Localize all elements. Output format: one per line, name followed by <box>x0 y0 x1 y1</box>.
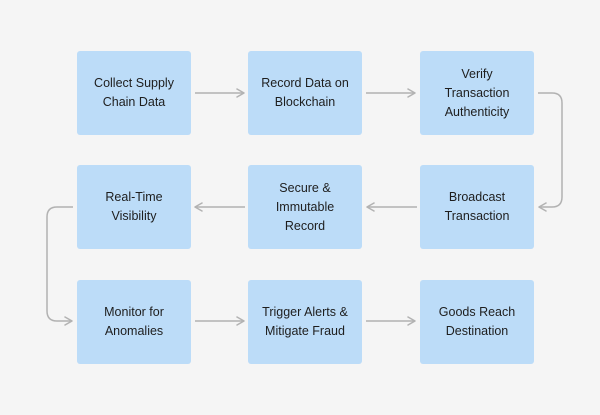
edge-visibility-to-monitor <box>46 206 73 326</box>
node-record-data-on-blockchain: Record Data on Blockchain <box>248 51 362 135</box>
node-label: Verify Transaction Authenticity <box>444 66 510 119</box>
node-verify-transaction-authenticity: Verify Transaction Authenticity <box>420 51 534 135</box>
node-real-time-visibility: Real-Time Visibility <box>77 165 191 249</box>
node-label: Broadcast Transaction <box>444 190 510 223</box>
node-broadcast-transaction: Broadcast Transaction <box>420 165 534 249</box>
edge-verify-to-broadcast <box>538 92 563 212</box>
node-label: Record Data on Blockchain <box>261 76 349 109</box>
node-monitor-for-anomalies: Monitor for Anomalies <box>77 280 191 364</box>
node-label: Real-Time Visibility <box>105 190 163 223</box>
node-label: Trigger Alerts & Mitigate Fraud <box>262 305 348 338</box>
node-secure-immutable-record: Secure & Immutable Record <box>248 165 362 249</box>
node-goods-reach-destination: Goods Reach Destination <box>420 280 534 364</box>
node-label: Goods Reach Destination <box>438 305 516 338</box>
node-trigger-alerts-mitigate-fraud: Trigger Alerts & Mitigate Fraud <box>248 280 362 364</box>
node-collect-supply-chain-data: Collect Supply Chain Data <box>77 51 191 135</box>
node-label: Secure & Immutable Record <box>275 180 335 233</box>
node-label: Monitor for Anomalies <box>104 305 164 338</box>
node-label: Collect Supply Chain Data <box>94 76 174 109</box>
